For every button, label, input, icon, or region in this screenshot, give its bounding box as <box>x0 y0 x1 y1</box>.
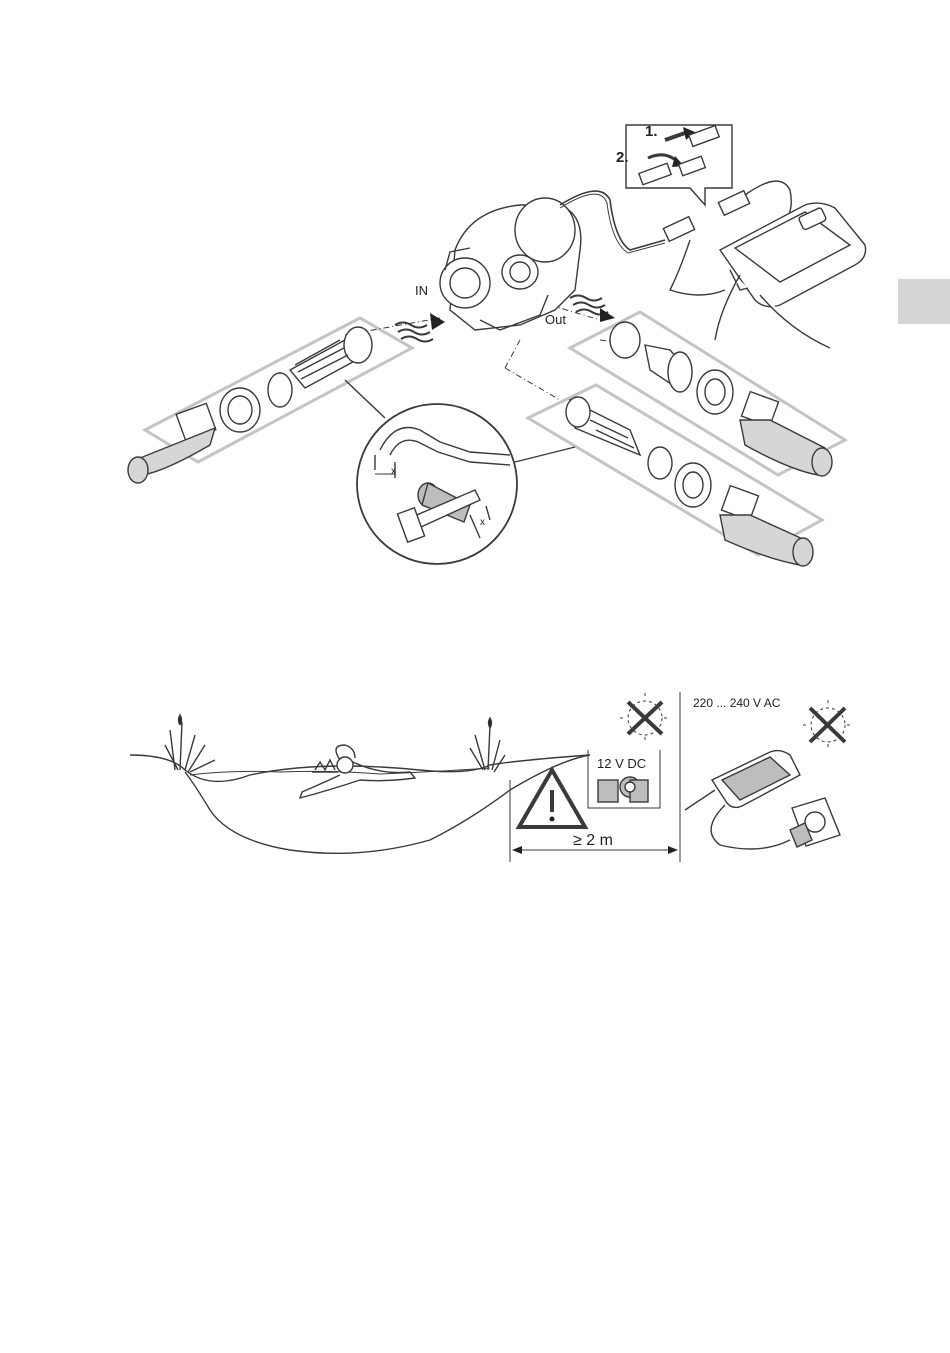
supply-voltage-label: 220 ... 240 V AC <box>693 696 781 710</box>
reeds-right <box>470 718 505 772</box>
cable-connector <box>663 191 749 242</box>
pump-voltage-label: 12 V DC <box>597 756 646 771</box>
power-supply-box <box>715 203 866 348</box>
section-tab-marker <box>898 279 950 324</box>
connector-steps-inset <box>626 125 732 205</box>
step-1-label: 1. <box>645 123 658 140</box>
wall-socket <box>790 798 840 847</box>
inlet-flow-arrows <box>395 313 445 342</box>
reeds-left <box>165 715 215 772</box>
inlet-label: IN <box>415 283 428 298</box>
step-2-label: 2. <box>616 149 629 166</box>
power-supply-unit <box>685 751 800 849</box>
safety-distance-figure <box>130 692 853 862</box>
outlet-upper-fittings <box>610 322 832 476</box>
safety-distance-label: ≥ 2 m <box>573 832 613 849</box>
inlet-fittings <box>128 327 372 483</box>
outlet-label: Out <box>545 312 566 327</box>
dimension-x-label: x <box>391 466 396 477</box>
pond-outline <box>130 755 590 853</box>
hose-cutting-detail <box>357 404 517 564</box>
dimension-x-label-cut: x <box>480 517 485 528</box>
hose-connection-figure <box>128 125 866 566</box>
pump-body <box>440 198 581 330</box>
